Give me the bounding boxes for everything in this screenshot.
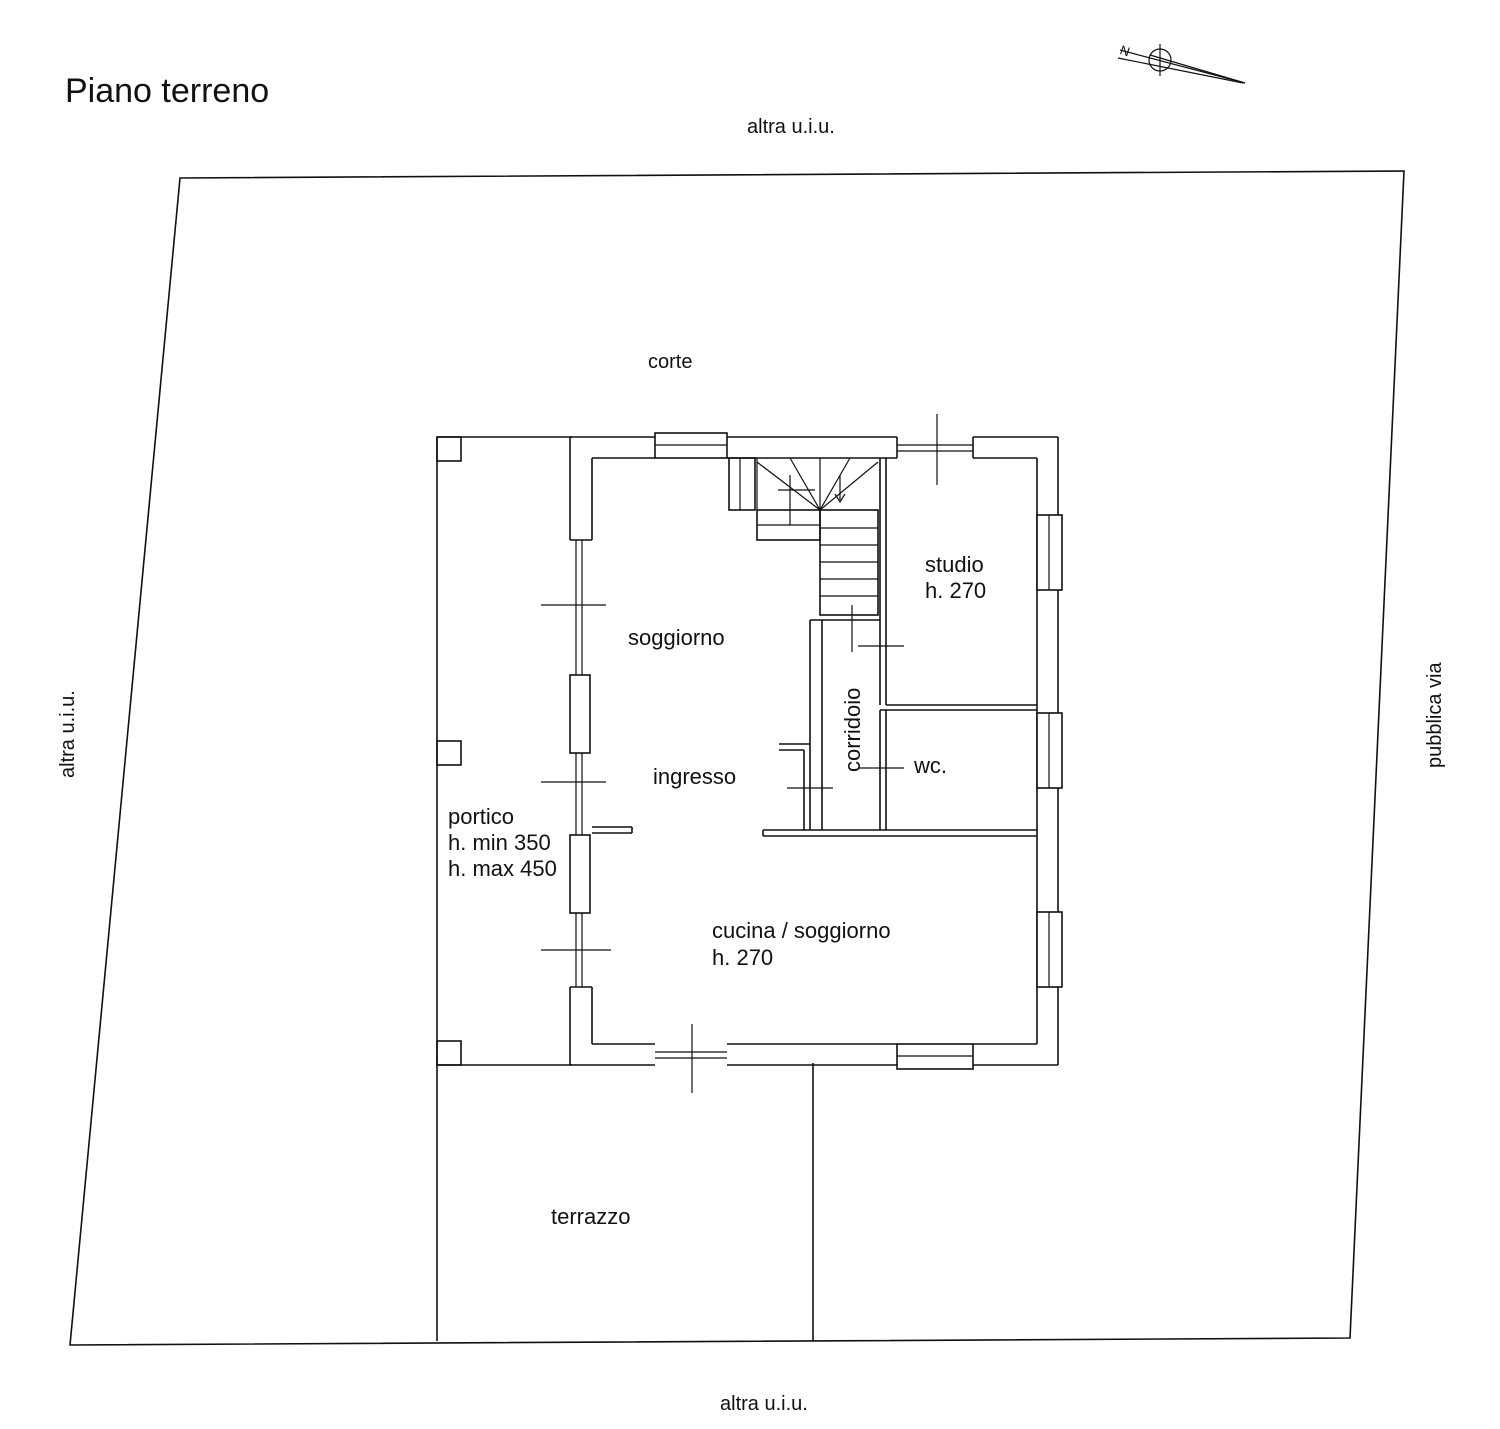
south-neighbor-label: altra u.i.u. (720, 1393, 808, 1415)
soggiorno-label: soggiorno (628, 625, 725, 650)
portico-label: portico (448, 804, 514, 829)
north-letter: N (1118, 42, 1132, 59)
north-arrow-icon: N (1117, 42, 1246, 84)
terrace-outline (436, 1063, 814, 1341)
portico-outline (436, 436, 572, 1066)
portico-min-height: h. min 350 (448, 830, 551, 855)
ingresso-label: ingresso (653, 764, 736, 789)
plan-title: Piano terreno (65, 72, 269, 110)
windows (569, 432, 1063, 1070)
portico-max-height: h. max 450 (448, 856, 557, 881)
corridoio-label: corridoio (840, 688, 865, 772)
staircase (728, 457, 879, 616)
east-street-label: pubblica via (1424, 661, 1446, 768)
wc-label: wc. (913, 753, 947, 778)
lot-boundary (69, 170, 1405, 1346)
kitchen-label: cucina / soggiorno (712, 918, 891, 943)
door-openings (541, 414, 973, 1093)
terrace-label: terrazzo (551, 1204, 630, 1229)
studio-label: studio (925, 552, 984, 577)
courtyard-label: corte (648, 351, 692, 373)
north-neighbor-label: altra u.i.u. (747, 116, 835, 138)
west-neighbor-label: altra u.i.u. (57, 690, 79, 778)
kitchen-height: h. 270 (712, 945, 773, 970)
studio-height: h. 270 (925, 578, 986, 603)
interior-walls (592, 458, 1037, 837)
exterior-walls (569, 436, 1059, 1066)
